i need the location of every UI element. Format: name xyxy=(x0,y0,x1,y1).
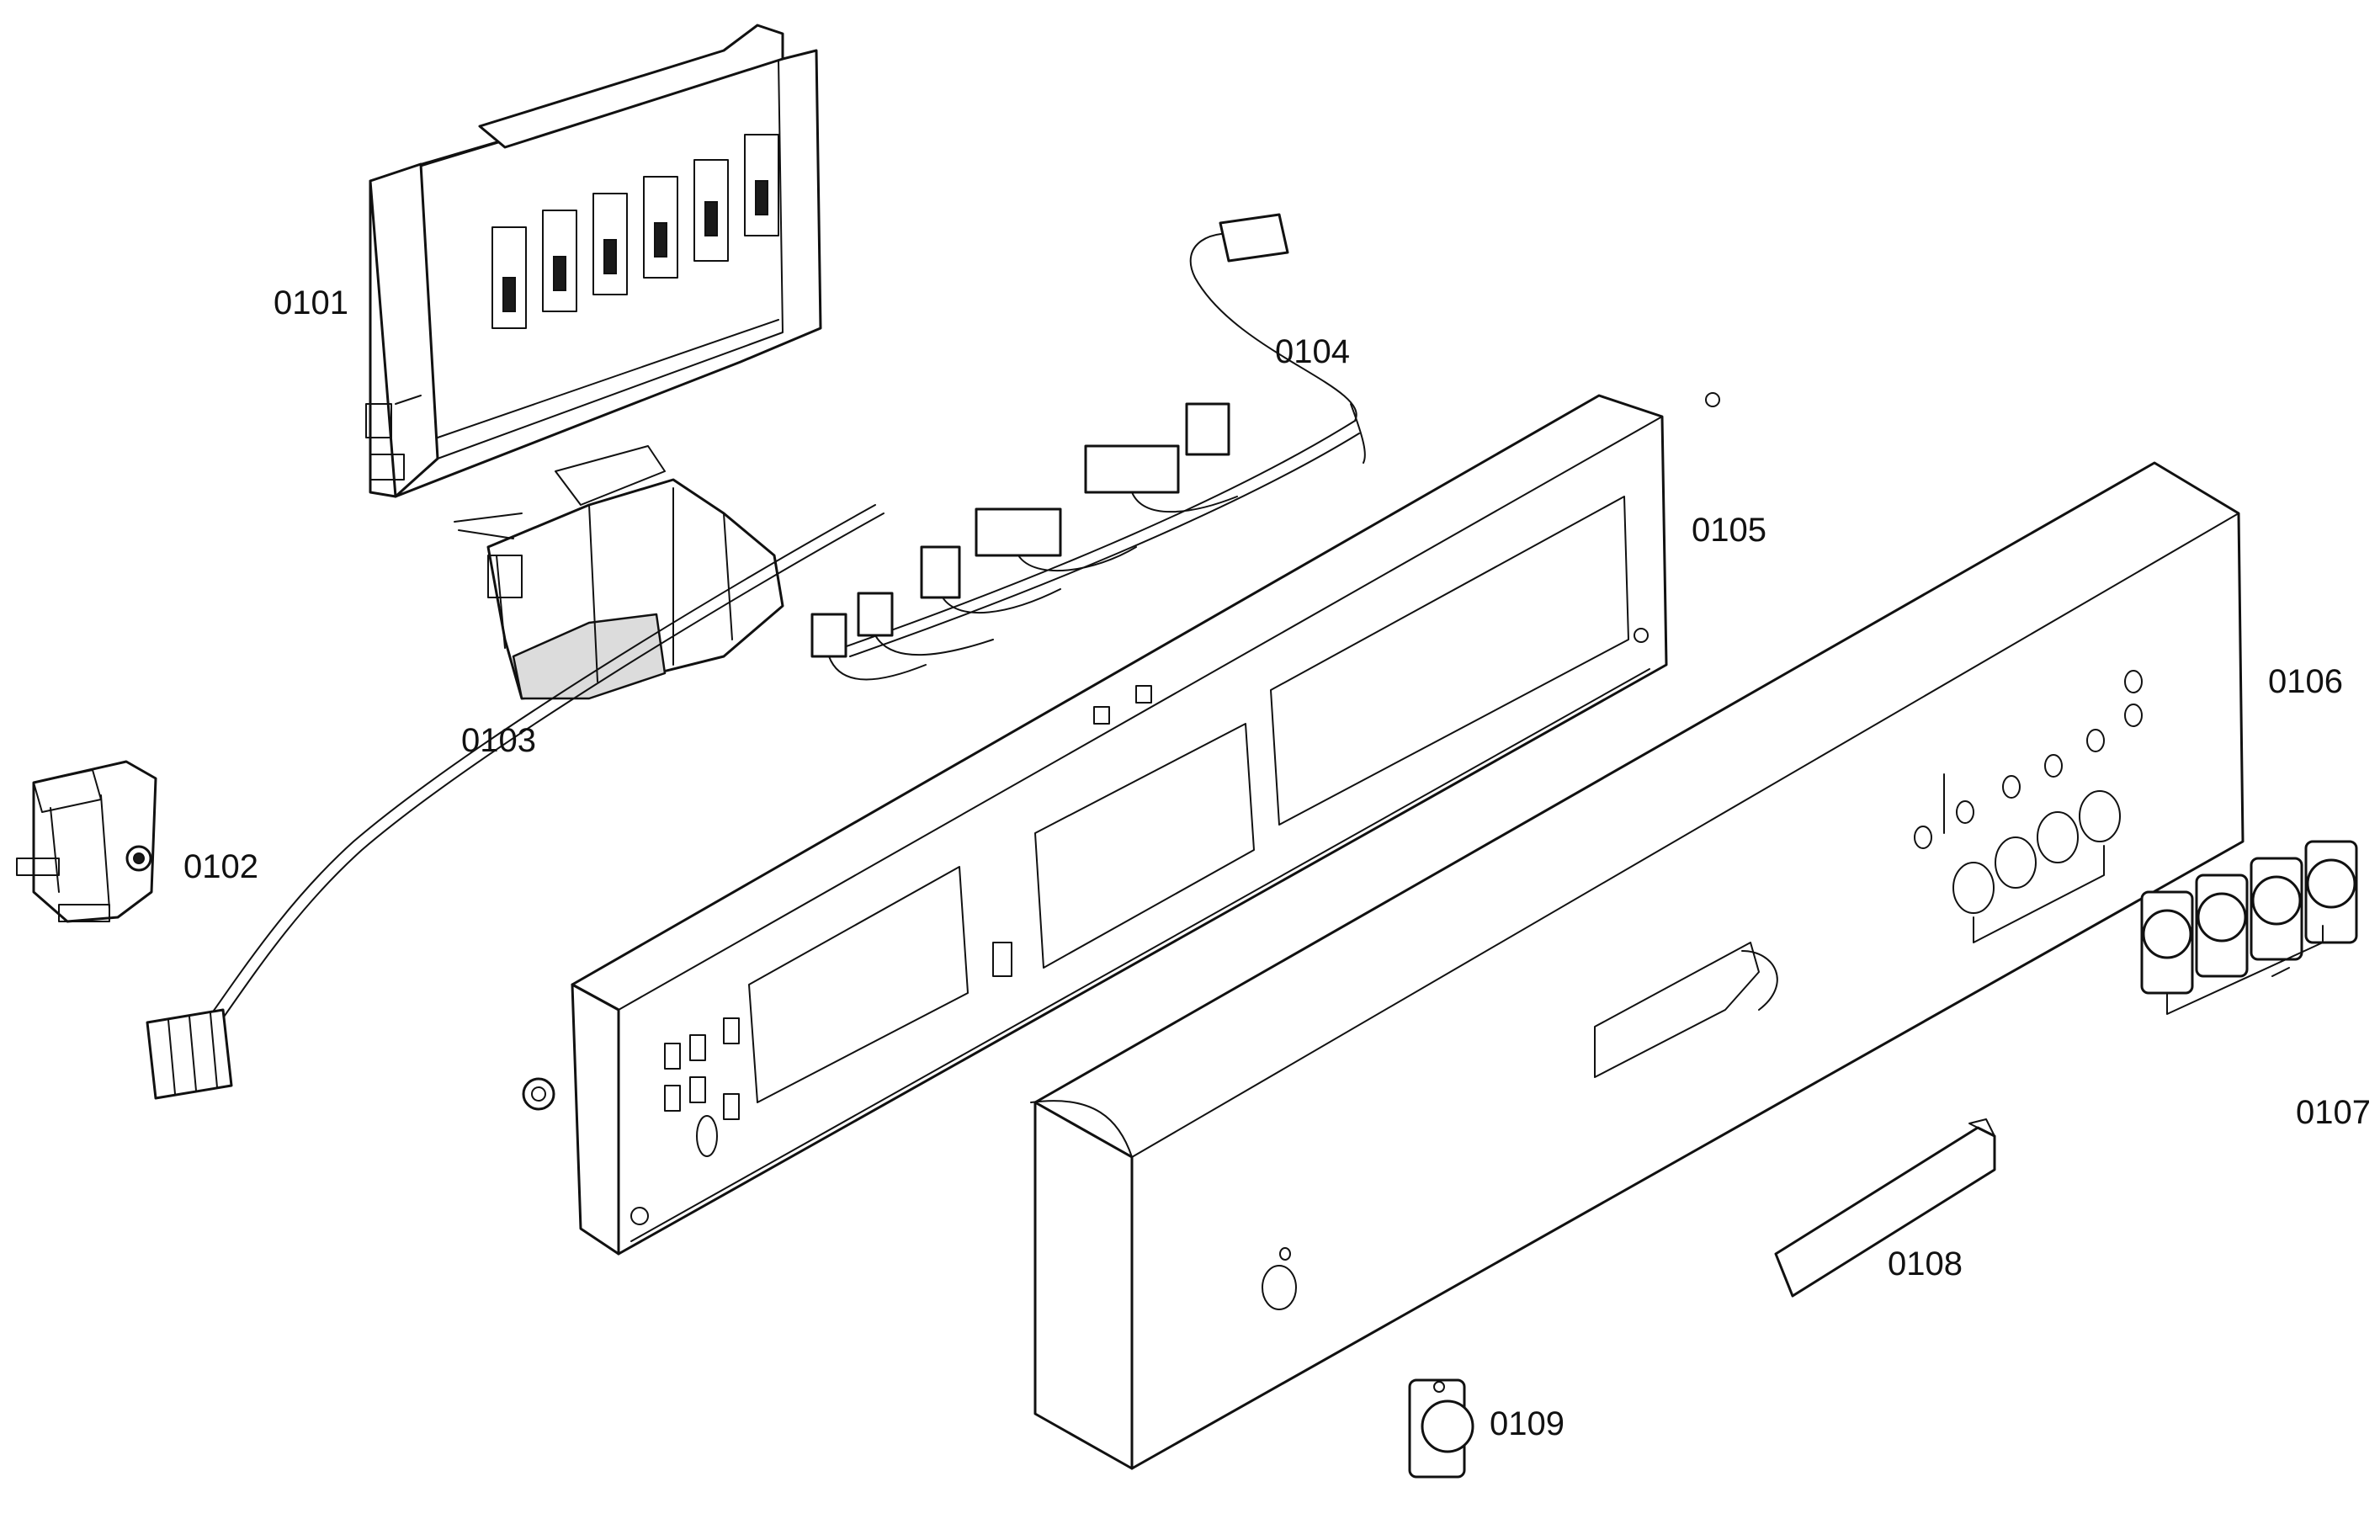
part-0107-buttons xyxy=(2140,840,2358,1015)
callout-0103: 0103 xyxy=(461,722,536,759)
callout-0106: 0106 xyxy=(2268,663,2343,700)
part-0108-trim-strip xyxy=(1774,1118,1996,1298)
callout-0101: 0101 xyxy=(274,284,348,321)
part-0103-door-lock xyxy=(454,445,784,700)
part-0106-fascia xyxy=(1030,461,2245,1470)
part-0101-control-module xyxy=(365,24,822,498)
callout-0108: 0108 xyxy=(1888,1245,1963,1282)
callout-0104: 0104 xyxy=(1275,333,1350,370)
callout-0105: 0105 xyxy=(1692,512,1766,549)
callout-0109: 0109 xyxy=(1490,1405,1565,1442)
harness-connectors xyxy=(810,402,1230,658)
callout-0102: 0102 xyxy=(183,848,258,885)
part-0105-frame xyxy=(522,392,1720,1256)
part-0104-wiring-harness xyxy=(146,213,1366,1100)
part-0109-button xyxy=(1408,1378,1474,1479)
callout-0107: 0107 xyxy=(2296,1094,2371,1131)
part-0102-switch xyxy=(16,760,157,923)
